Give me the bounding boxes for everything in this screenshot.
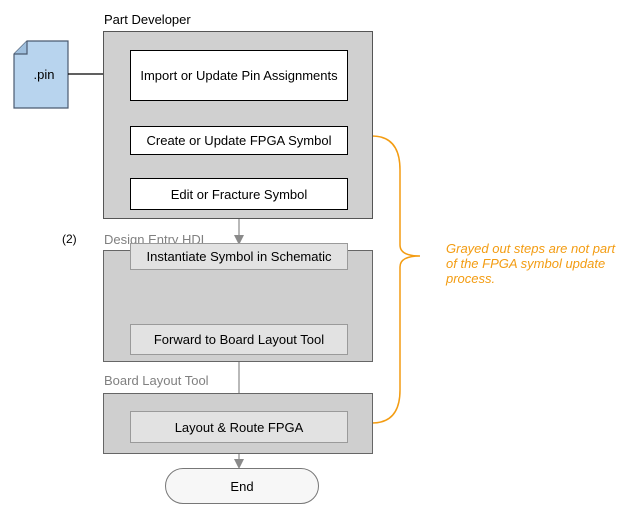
document-icon bbox=[13, 40, 69, 109]
create-symbol-step: Create or Update FPGA Symbol bbox=[130, 126, 348, 155]
create-symbol-step-label: Create or Update FPGA Symbol bbox=[146, 133, 332, 148]
grayed-steps-note: Grayed out steps are not part of the FPG… bbox=[446, 241, 636, 286]
instantiate-symbol-step-label: Instantiate Symbol in Schematic bbox=[146, 249, 332, 264]
edit-symbol-step-label: Edit or Fracture Symbol bbox=[170, 186, 308, 202]
part-developer-label: Part Developer bbox=[104, 12, 191, 27]
edit-symbol-step: Edit or Fracture Symbol bbox=[130, 178, 348, 210]
end-terminator: End bbox=[165, 468, 319, 504]
forward-layout-step: Forward to Board Layout Tool bbox=[130, 324, 348, 355]
instantiate-symbol-step bbox=[130, 243, 348, 270]
layout-route-step: Layout & Route FPGA bbox=[130, 411, 348, 443]
layout-route-step-label: Layout & Route FPGA bbox=[174, 419, 304, 435]
board-layout-label: Board Layout Tool bbox=[104, 373, 209, 388]
footnote-marker: (2) bbox=[62, 232, 77, 246]
pin-file-label: .pin bbox=[33, 67, 55, 82]
forward-layout-step-label: Forward to Board Layout Tool bbox=[153, 332, 325, 347]
import-pin-step: Import or Update Pin Assignments bbox=[130, 50, 348, 101]
note-line-2: of the FPGA symbol update bbox=[446, 256, 606, 271]
instantiate-symbol-box: Instantiate Symbol in Schematic bbox=[130, 243, 348, 270]
note-brace bbox=[371, 135, 421, 424]
import-pin-step-label: Import or Update Pin Assignments bbox=[140, 68, 338, 83]
note-line-3: process. bbox=[446, 271, 496, 286]
note-line-1: Grayed out steps are not part bbox=[446, 241, 616, 256]
end-label: End bbox=[230, 478, 254, 494]
